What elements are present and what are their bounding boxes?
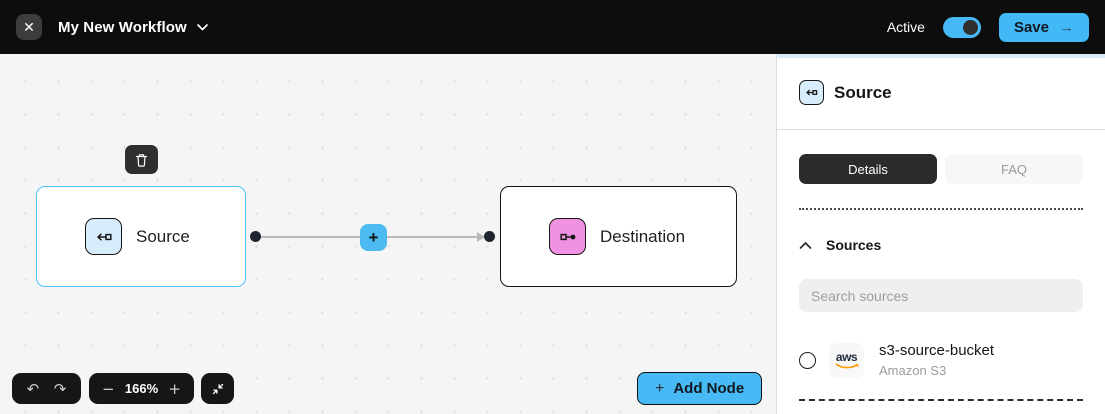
- source-node-icon: [85, 218, 122, 255]
- arrows-collapse-icon: [211, 382, 225, 396]
- destination-node-icon: [549, 218, 586, 255]
- fit-view-button[interactable]: [211, 382, 225, 396]
- close-button[interactable]: ✕: [16, 14, 42, 40]
- trash-icon: [135, 153, 148, 167]
- arrow-from-square-icon: [806, 89, 818, 96]
- redo-icon: ↷: [53, 379, 67, 398]
- source-list-item[interactable]: aws s3-source-bucket Amazon S3: [799, 342, 1083, 378]
- aws-logo-text: aws: [835, 349, 858, 364]
- delete-node-button[interactable]: [125, 145, 158, 174]
- tab-details[interactable]: Details: [799, 154, 937, 184]
- history-controls: ↶ ↷: [12, 373, 81, 404]
- panel-tabs: Details FAQ: [799, 154, 1083, 184]
- panel-accent-strip: [777, 54, 1105, 58]
- zoom-controls: − 166% +: [89, 373, 194, 404]
- source-icon: [799, 80, 824, 105]
- destination-node-label: Destination: [600, 226, 686, 246]
- plus-icon: +: [168, 379, 181, 398]
- chevron-down-icon: [196, 21, 209, 33]
- source-node-label: Source: [136, 226, 190, 246]
- save-button-label: Save: [1013, 18, 1049, 36]
- minus-icon: −: [102, 379, 115, 398]
- workflow-title: My New Workflow: [58, 18, 187, 36]
- aws-smile-icon: [835, 362, 859, 368]
- source-output-handle[interactable]: [250, 231, 261, 242]
- zoom-level: 166%: [124, 381, 159, 396]
- node-config-panel: Source Details FAQ Sources aws: [776, 54, 1105, 414]
- dotted-divider: [799, 208, 1083, 210]
- panel-title: Source: [834, 82, 892, 102]
- source-type: Amazon S3: [879, 363, 947, 378]
- square-to-dot-icon: [559, 233, 575, 240]
- workflow-title-menu[interactable]: My New Workflow: [58, 19, 209, 36]
- source-name: s3-source-bucket: [879, 342, 995, 359]
- panel-divider: [777, 129, 1105, 130]
- destination-input-handle[interactable]: [484, 231, 495, 242]
- add-node-button[interactable]: + Add Node: [637, 372, 763, 405]
- chevron-up-icon: [799, 241, 812, 250]
- edge-arrowhead-icon: [477, 232, 485, 242]
- top-bar: ✕ My New Workflow Active Save →: [0, 0, 1105, 54]
- workflow-canvas[interactable]: Source + Destination: [0, 54, 776, 414]
- arrow-right-icon: →: [1059, 18, 1074, 36]
- redo-button[interactable]: ↷: [54, 380, 67, 398]
- plus-icon: +: [655, 379, 665, 397]
- aws-logo: aws: [829, 342, 864, 378]
- close-icon: ✕: [23, 18, 35, 35]
- save-button[interactable]: Save →: [998, 12, 1089, 42]
- source-radio-button[interactable]: [799, 351, 816, 369]
- toggle-knob: [962, 19, 978, 35]
- active-toggle[interactable]: [942, 16, 981, 38]
- zoom-in-button[interactable]: +: [168, 380, 181, 398]
- sources-section-toggle[interactable]: Sources: [799, 237, 1083, 253]
- source-node[interactable]: Source: [36, 186, 246, 287]
- undo-button[interactable]: ↶: [27, 380, 40, 398]
- zoom-out-button[interactable]: −: [102, 380, 115, 398]
- topbar-actions: Active Save →: [886, 12, 1089, 42]
- arrow-from-square-icon: [96, 232, 112, 241]
- tab-faq[interactable]: FAQ: [945, 154, 1083, 184]
- active-label: Active: [886, 19, 925, 35]
- destination-node[interactable]: Destination: [500, 186, 737, 287]
- source-meta: s3-source-bucket Amazon S3: [879, 342, 994, 378]
- add-node-label: Add Node: [673, 380, 745, 397]
- dashed-divider: [799, 399, 1083, 401]
- undo-icon: ↶: [26, 379, 40, 398]
- search-sources-input[interactable]: [799, 279, 1083, 312]
- plus-icon: +: [368, 228, 379, 247]
- main-area: Source + Destination: [0, 54, 1105, 414]
- fit-view-control: [201, 373, 234, 404]
- insert-node-button[interactable]: +: [360, 224, 387, 251]
- panel-header: Source: [777, 58, 1105, 129]
- sources-section-label: Sources: [826, 237, 882, 253]
